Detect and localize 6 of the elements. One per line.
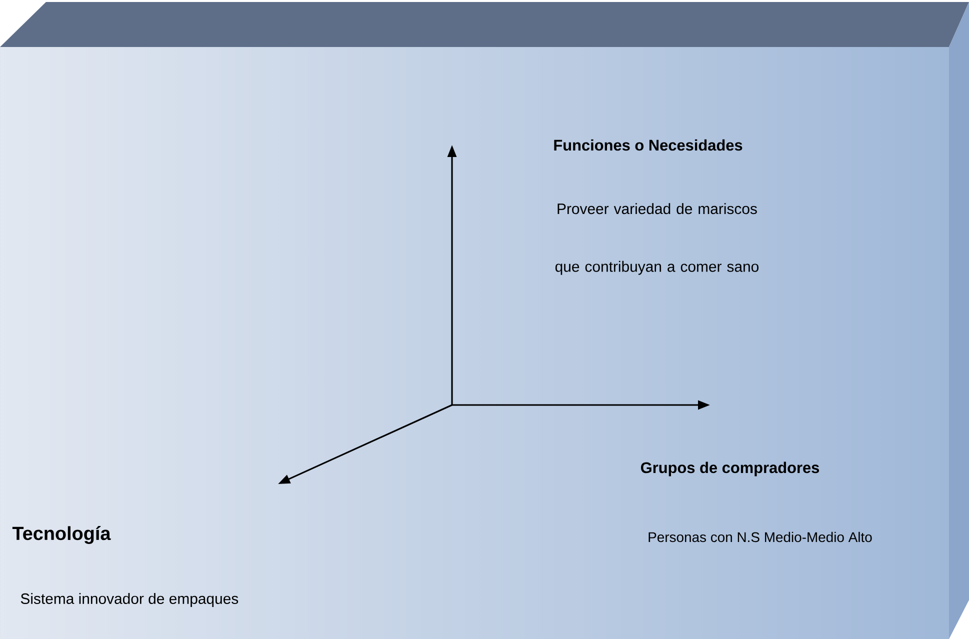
axis-label: Grupos de compradores (640, 462, 820, 476)
axis-label: Tecnología (12, 526, 111, 544)
axis-label: Proveer variedad de mariscos que contribuyan a comer sano (555, 203, 759, 275)
axis-label: Personas con N.S Medio-Medio Alto (648, 532, 872, 542)
axis-label: Funciones o Necesidades (554, 139, 742, 151)
axis-label: Sistema innovador de empaques (20, 593, 238, 607)
